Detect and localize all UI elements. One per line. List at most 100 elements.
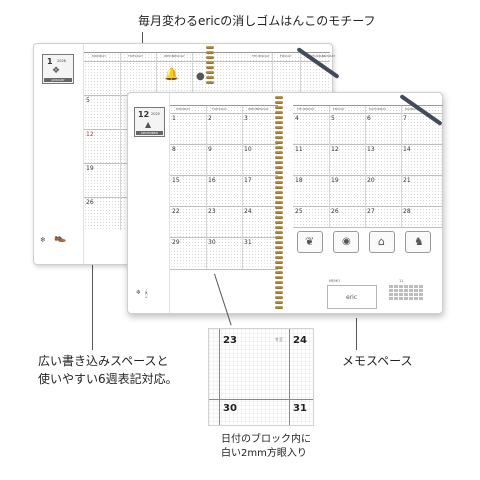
weekday-header: WEDNESDAY bbox=[164, 54, 185, 58]
date-number: 12 bbox=[331, 146, 339, 153]
date-number: 21 bbox=[403, 177, 411, 184]
weekday-header: FRIDAY bbox=[280, 54, 292, 58]
date-number: 2 bbox=[208, 115, 212, 122]
zoom-date: 24 bbox=[293, 335, 307, 346]
spiral-binding-front bbox=[275, 96, 283, 311]
eric-logo-icon: eric bbox=[346, 294, 358, 301]
weekday-header: TUESDAY bbox=[212, 107, 228, 111]
stamp-year: 2026 bbox=[57, 59, 66, 63]
date-number: 9 bbox=[208, 146, 212, 153]
spiral-binding-back bbox=[206, 46, 214, 86]
leader-left bbox=[92, 252, 93, 350]
memo-label: MEMO bbox=[329, 279, 341, 283]
zoom-date: 31 bbox=[293, 403, 307, 414]
date-number: 3 bbox=[244, 115, 248, 122]
leader-right bbox=[356, 318, 357, 350]
weekday-header: WEDNESDAY bbox=[248, 107, 269, 111]
side-notes-column: 1 2026 ❖ JANUARY ❄ 👞 bbox=[34, 44, 84, 264]
date-number: 13 bbox=[367, 146, 375, 153]
bell-lantern-icon: 🔔 bbox=[164, 67, 179, 81]
caption-left-line1: 広い書き込みスペースと bbox=[38, 354, 169, 368]
caption-bottom-line1: 日付のブロック内に bbox=[221, 434, 311, 445]
date-number: 27 bbox=[367, 208, 375, 215]
date-number: 19 bbox=[331, 177, 339, 184]
socks-icon: ♞ bbox=[414, 235, 424, 248]
date-number: 16 bbox=[208, 177, 216, 184]
planner-december: 12 2025 ▲ DECEMBER ❄ 🕯 MONDAY TUESDAY WE… bbox=[127, 92, 443, 314]
december-left-grid: MONDAY TUESDAY WEDNESDAY 1 2 3 8 9 10 15… bbox=[170, 105, 278, 270]
date-number: 18 bbox=[295, 177, 303, 184]
date-number-highlight: 12 bbox=[86, 131, 94, 138]
caption-top: 毎月変わるericの消しゴムはんこのモチーフ bbox=[138, 14, 376, 28]
weekday-header: SATURDAY bbox=[369, 107, 387, 111]
caption-right: メモスペース bbox=[342, 354, 413, 368]
date-number: 19 bbox=[86, 165, 94, 172]
weekday-header: SUNDAY bbox=[405, 107, 419, 111]
weekday-header: MONDAY bbox=[92, 54, 107, 58]
date-number: 8 bbox=[172, 146, 176, 153]
date-number: 7 bbox=[403, 115, 407, 122]
date-number: 6 bbox=[367, 115, 371, 122]
snowflake-icon: ❄ bbox=[40, 236, 46, 244]
side-notes-column: 12 2025 ▲ DECEMBER ❄ 🕯 bbox=[128, 93, 170, 313]
date-number: 20 bbox=[367, 177, 375, 184]
weekday-header: SUNDAY bbox=[322, 54, 336, 58]
motif-plant-stamp: ❦ bbox=[297, 231, 323, 253]
mini-calendar bbox=[389, 285, 423, 300]
memo-area[interactable]: eric bbox=[327, 285, 377, 309]
weekday-header: SATURDAY bbox=[308, 54, 326, 58]
stamp-month-number: 1 bbox=[47, 57, 53, 66]
stamp-year: 2025 bbox=[151, 112, 160, 116]
date-number: 22 bbox=[172, 208, 180, 215]
grid-zoom-inset: 23 冬至 24 30 31 bbox=[208, 328, 314, 426]
zoom-date: 23 bbox=[223, 335, 237, 346]
december-left-page: 12 2025 ▲ DECEMBER ❄ 🕯 MONDAY TUESDAY WE… bbox=[128, 93, 278, 313]
candle-icon: 🕯 bbox=[145, 290, 148, 300]
december-right-grid: THURSDAY FRIDAY SATURDAY SUNDAY 4 5 6 7 … bbox=[293, 105, 443, 228]
window-icon: ⌂ bbox=[378, 235, 385, 248]
date-number: 5 bbox=[86, 97, 90, 104]
yarn-ball-icon: ● bbox=[196, 71, 205, 82]
date-number: 11 bbox=[295, 146, 303, 153]
date-number: 23 bbox=[208, 208, 216, 215]
weekday-header: THURSDAY bbox=[252, 54, 270, 58]
snowflake-icon: ❄ bbox=[136, 289, 142, 296]
date-number: 29 bbox=[172, 239, 180, 246]
sweater-icon: ▲ bbox=[145, 120, 152, 129]
date-number: 31 bbox=[244, 239, 252, 246]
yarn-icon: ◉ bbox=[342, 236, 351, 247]
weekday-header: FRIDAY bbox=[333, 107, 345, 111]
weekday-header: THURSDAY bbox=[297, 107, 315, 111]
month-stamp-january: 1 2026 ❖ JANUARY bbox=[42, 54, 74, 84]
date-number: 26 bbox=[331, 208, 339, 215]
caption-left-line2: 使いやすい6週表記対応。 bbox=[38, 372, 178, 386]
date-number: 10 bbox=[244, 146, 252, 153]
date-number: 30 bbox=[208, 239, 216, 246]
gift-icon: ❖ bbox=[52, 66, 61, 76]
slippers-icon: 👞 bbox=[54, 232, 67, 243]
caption-bottom-line2: 白い2mm方眼入り bbox=[221, 448, 307, 459]
date-number: 15 bbox=[172, 177, 180, 184]
date-number: 5 bbox=[331, 115, 335, 122]
weekday-header: TUESDAY bbox=[128, 54, 144, 58]
date-number: 24 bbox=[244, 208, 252, 215]
stamp-month-name: JANUARY bbox=[44, 78, 72, 82]
mini-calendar-label: 11 bbox=[399, 279, 404, 283]
zoom-day-note: 冬至 bbox=[275, 337, 283, 342]
weekday-header: MONDAY bbox=[176, 107, 191, 111]
month-stamp-december: 12 2025 ▲ DECEMBER bbox=[134, 107, 165, 137]
stamp-month-number: 12 bbox=[138, 110, 150, 119]
date-number: 14 bbox=[403, 146, 411, 153]
date-number: 1 bbox=[172, 115, 176, 122]
zoom-date: 30 bbox=[223, 403, 237, 414]
date-number: 28 bbox=[403, 208, 411, 215]
december-right-page: THURSDAY FRIDAY SATURDAY SUNDAY 4 5 6 7 … bbox=[293, 93, 443, 313]
plant-icon: ❦ bbox=[305, 235, 315, 248]
motif-yarn-stamp: ◉ bbox=[333, 231, 359, 253]
date-number: 26 bbox=[86, 199, 94, 206]
date-number: 4 bbox=[295, 115, 299, 122]
motif-socks-stamp: ♞ bbox=[405, 231, 431, 253]
stamp-month-name: DECEMBER bbox=[136, 131, 163, 135]
date-number: 25 bbox=[295, 208, 303, 215]
date-number: 17 bbox=[244, 177, 252, 184]
